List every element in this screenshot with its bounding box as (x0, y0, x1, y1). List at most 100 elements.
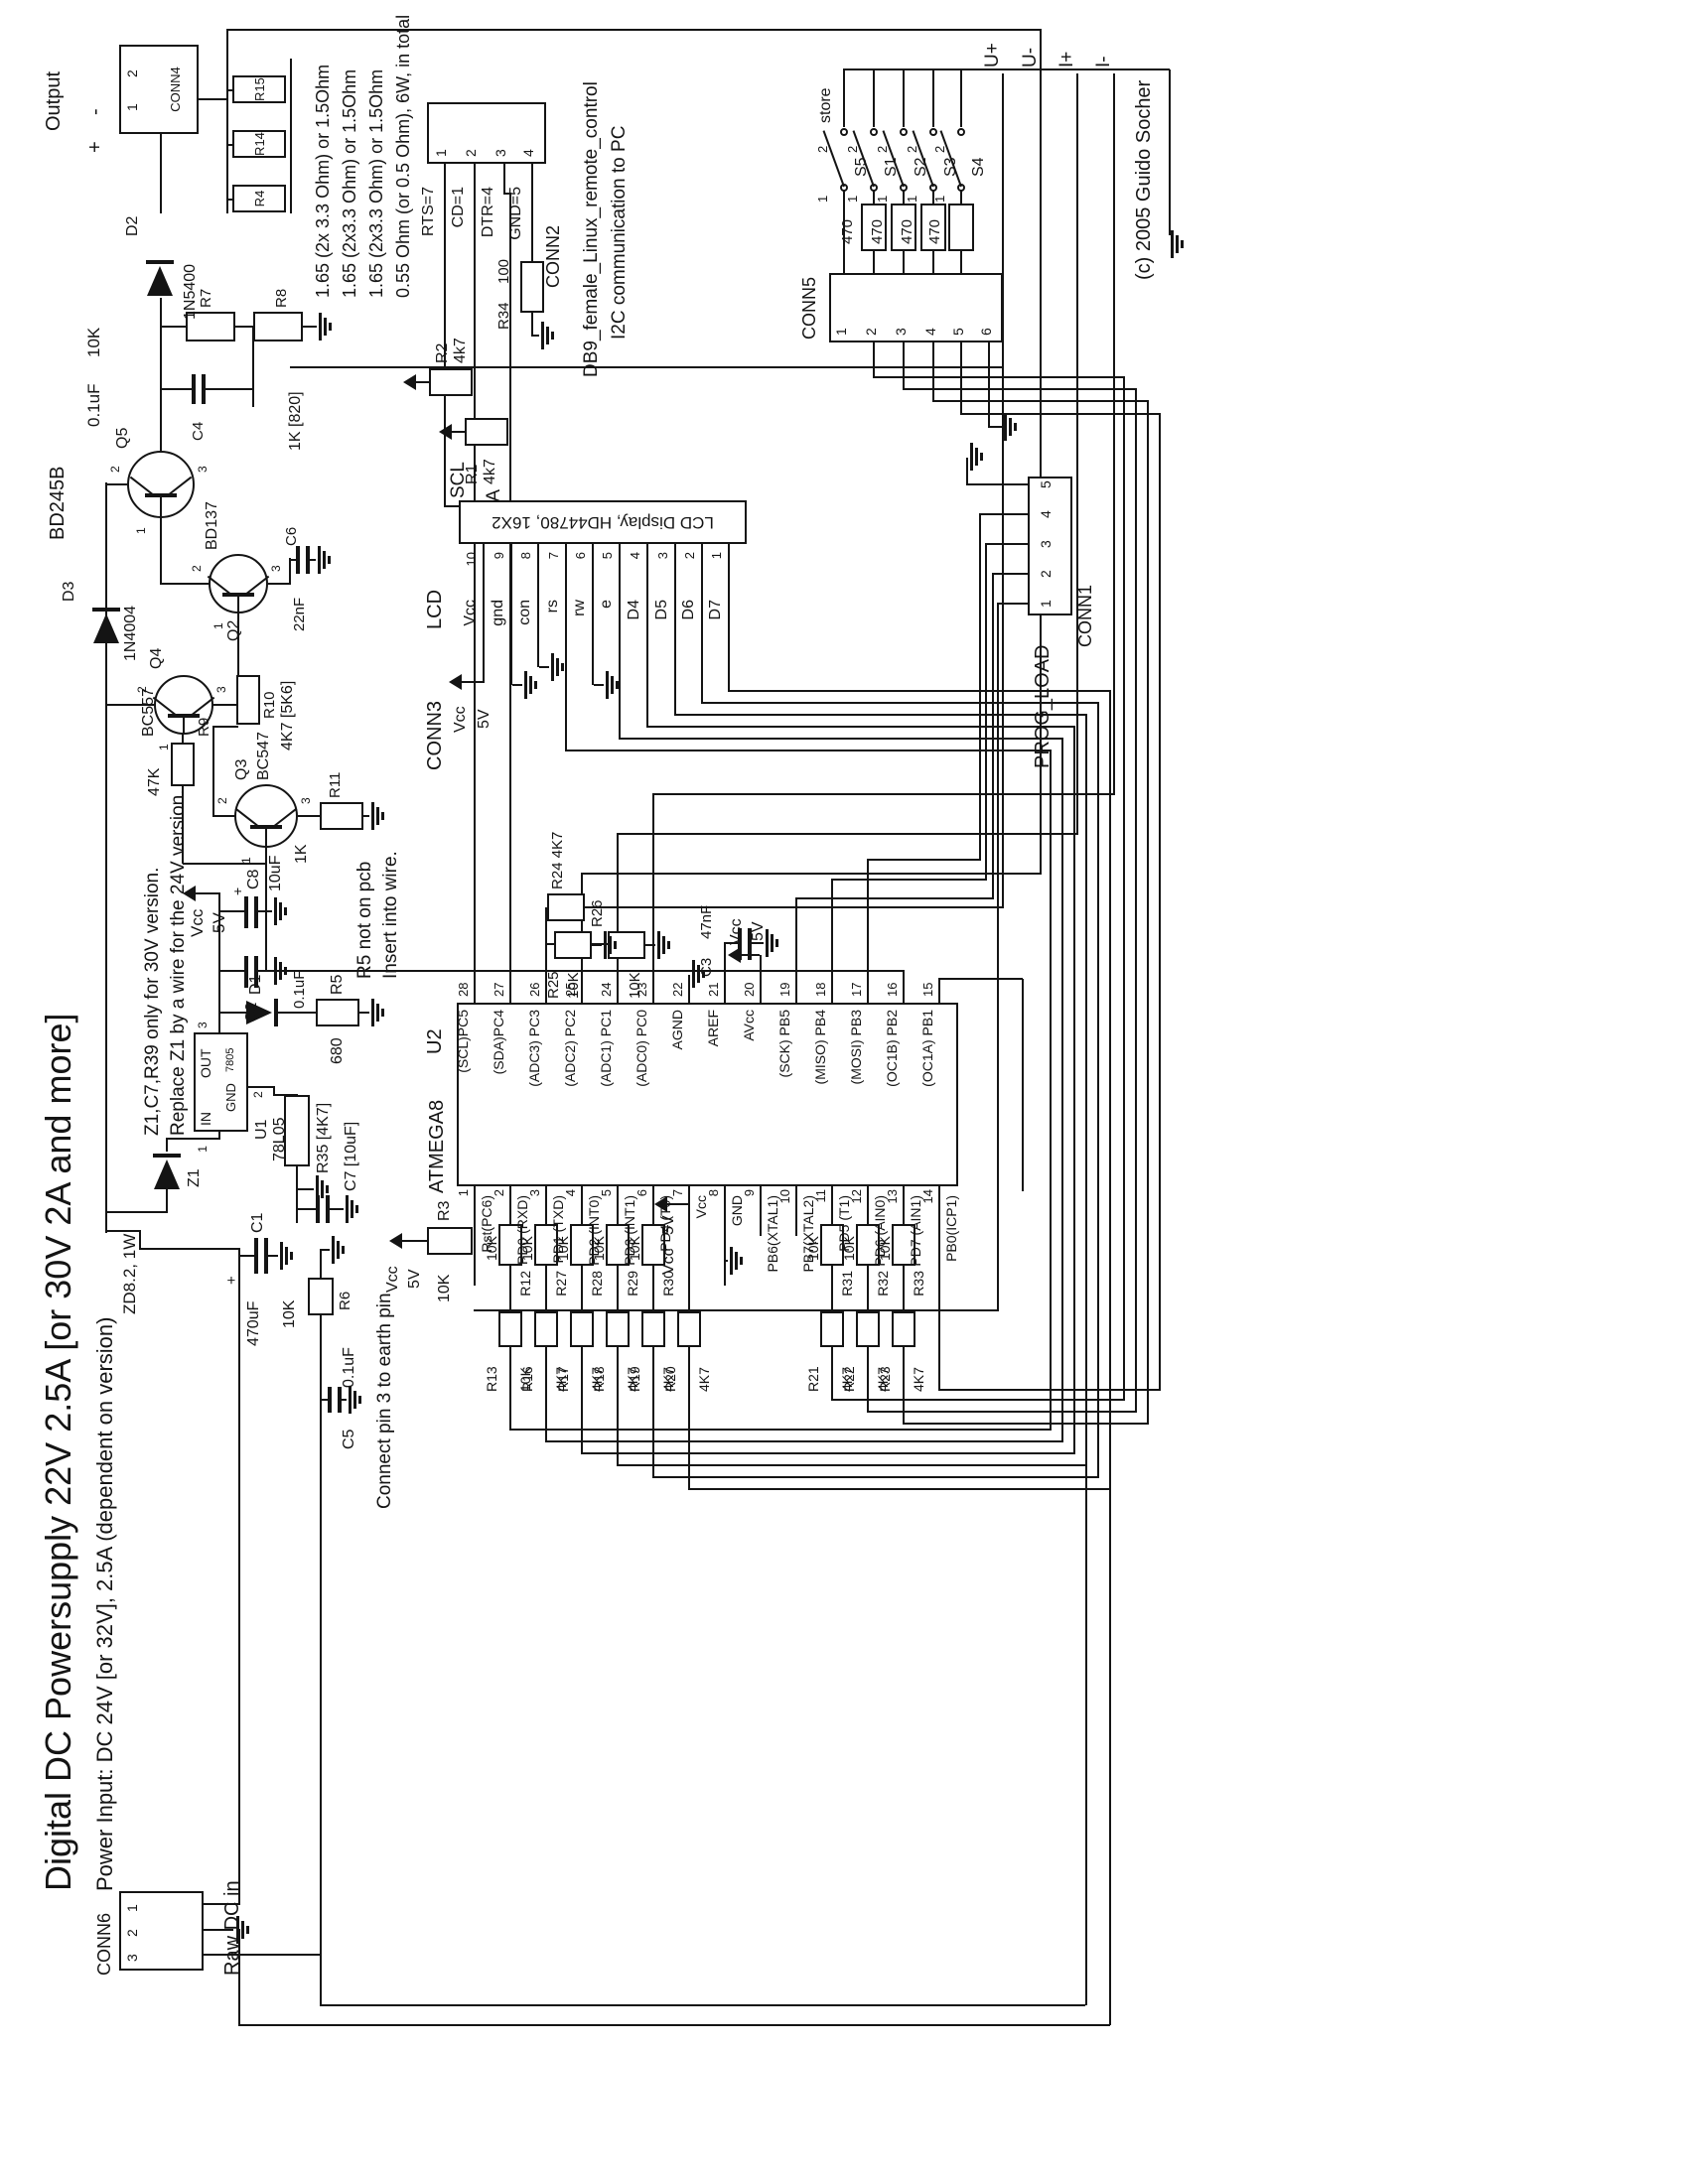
r5-box (316, 999, 359, 1026)
capacitor-c1-plate (254, 1238, 258, 1274)
mcu-pin-number: 14 (920, 1189, 935, 1204)
r1-value: 4k7 (482, 459, 498, 484)
q5-ref: Q5 (114, 427, 131, 449)
mcu-pin-name: (ADC1) PC1 (598, 1010, 614, 1087)
wire (162, 326, 186, 328)
wire (967, 483, 1028, 485)
wire (1022, 979, 1024, 1191)
ground-symbol (349, 1386, 352, 1414)
wire (903, 972, 905, 1003)
lcd-signal-label: D6 (680, 600, 697, 620)
wire (162, 583, 209, 585)
s1-ref: S1 (883, 157, 900, 177)
q3-ref: Q3 (233, 758, 250, 780)
diode-d2 (147, 266, 173, 296)
cd-label: CD=1 (450, 187, 467, 228)
lcd-pin-number: 10 (464, 552, 479, 567)
r25-ref: R25 (545, 971, 562, 999)
wire (752, 942, 764, 944)
wire (985, 543, 1028, 545)
ground-symbol (342, 1246, 345, 1254)
switch-s5-contact (840, 128, 848, 136)
wire (276, 1012, 316, 1014)
ground-symbol (667, 941, 670, 949)
mcu-pin-name: (OC1B) PB2 (884, 1010, 900, 1087)
lcd-pin-wire (592, 544, 594, 596)
diode-d3 (93, 614, 119, 643)
u1-7805-label: 7805 (224, 1047, 236, 1072)
conn4-ref: CONN4 (168, 67, 183, 112)
wire (248, 1086, 274, 1088)
conn1-pin-5: 5 (1038, 480, 1054, 488)
wire (932, 342, 934, 401)
wire (1169, 69, 1171, 235)
conn3-ref: CONN3 (424, 700, 446, 770)
wire (988, 342, 990, 427)
wire (226, 30, 228, 60)
wire (652, 1476, 1099, 1478)
r34-value: 100 (495, 258, 512, 284)
ground-symbol (319, 313, 322, 341)
wire (581, 1452, 1075, 1454)
conn6-pin-2: 2 (124, 1929, 140, 1937)
r470-2-value: 470 (869, 218, 886, 244)
dtr-label: DTR=4 (480, 187, 496, 238)
ground-symbol (284, 967, 287, 975)
lcd-pin-number: 2 (682, 552, 697, 560)
wire (1113, 73, 1115, 795)
c4-ref: C4 (190, 421, 207, 441)
r10-ref: R10 (261, 691, 278, 719)
ground-symbol (371, 802, 374, 830)
avcc-vcc-label: Vcc (728, 918, 745, 945)
wire (320, 1250, 322, 1278)
lcd-pin-number: 1 (709, 552, 724, 560)
transistor-q4-base (183, 718, 185, 735)
ground-symbol (775, 939, 778, 947)
mcu-pin-number: 4 (563, 1189, 578, 1197)
ground-symbol (332, 1236, 335, 1264)
conn5-pin-3: 3 (893, 328, 909, 336)
wire (106, 483, 127, 485)
mcu-pin-name: PD3 (INT1) (622, 1195, 637, 1266)
wire (966, 458, 968, 485)
r11-value: 1K (293, 844, 310, 864)
wire (1097, 702, 1099, 1478)
lcd-signal-label: rw (571, 600, 588, 616)
switch-s2-contact (900, 128, 908, 136)
wire (240, 1255, 254, 1257)
ground-symbol (1004, 413, 1007, 441)
mcu-pin-name: Vcc (693, 1195, 709, 1219)
lcd-signal-label: D7 (707, 600, 724, 620)
wire (867, 859, 980, 861)
r470-4-box (948, 204, 974, 251)
capacitor-c4-plate (192, 374, 196, 404)
wire (1135, 389, 1137, 1413)
wire (938, 1186, 940, 1390)
conn4-box (119, 45, 199, 134)
wire (873, 342, 875, 377)
mcu-pin-number: 10 (777, 1189, 792, 1204)
s5-store-label: store (817, 87, 834, 123)
wire (985, 543, 987, 881)
ground-symbol (285, 1247, 288, 1265)
c2-ref: C2 (243, 1002, 260, 1023)
wire (795, 897, 993, 899)
wire (320, 1315, 322, 1400)
wire (903, 1423, 1149, 1425)
r26-ref: R26 (589, 899, 606, 927)
wire (903, 251, 905, 273)
wire (867, 1186, 869, 1412)
lcd-label: LCD (424, 589, 446, 629)
wire (831, 1186, 833, 1400)
avcc-5v-label: 5V (750, 921, 767, 941)
wire (760, 1186, 762, 1236)
wire (581, 873, 1041, 875)
ground-symbol (611, 676, 614, 694)
wire (160, 298, 162, 411)
wire (296, 1189, 298, 1223)
r27-ref: R27 (553, 1271, 569, 1297)
ground-symbol (290, 1252, 293, 1260)
ground-symbol (606, 671, 609, 699)
conn6-pin-1: 1 (124, 1904, 140, 1912)
